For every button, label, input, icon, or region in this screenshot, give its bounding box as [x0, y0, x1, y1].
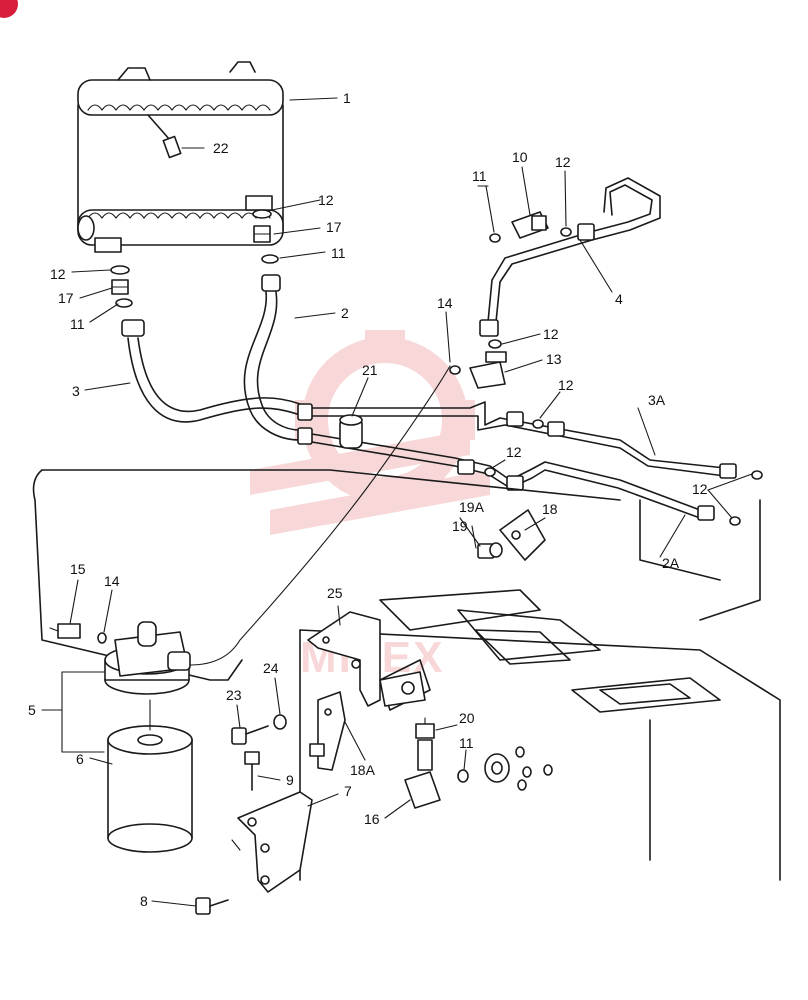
fitting-15	[49, 623, 107, 644]
callout-19a: 19A	[459, 499, 485, 515]
callout-12-tube: 12	[558, 377, 574, 393]
callout-19: 19	[452, 518, 468, 534]
callout-10: 10	[512, 149, 528, 165]
engine-block-outline	[32, 469, 781, 881]
callout-16: 16	[364, 811, 380, 827]
oil-filter-6	[107, 699, 193, 853]
callout-2: 2	[341, 305, 349, 321]
callout-11-left: 11	[70, 316, 85, 332]
callout-20: 20	[459, 710, 475, 726]
callout-9: 9	[286, 772, 294, 788]
bolt-22	[147, 114, 182, 159]
callout-4: 4	[615, 291, 623, 307]
tube-4	[479, 177, 661, 337]
callout-1: 1	[343, 90, 351, 106]
callout-5: 5	[28, 702, 36, 718]
oil-cooler	[77, 61, 284, 253]
bracket-25	[307, 611, 426, 707]
hose-3	[127, 337, 301, 423]
callout-25: 25	[327, 585, 343, 601]
bolt-9	[244, 751, 260, 791]
corner-badge	[0, 0, 18, 18]
callout-7: 7	[344, 783, 352, 799]
watermark-logo	[250, 330, 490, 535]
bolt-23	[231, 714, 287, 745]
callout-12-cooler: 12	[318, 192, 334, 208]
fitting-10	[489, 211, 572, 243]
hose-2	[243, 291, 301, 441]
callout-22: 22	[213, 140, 229, 156]
left-cooler-fittings	[110, 265, 145, 337]
callout-17-left: 17	[58, 290, 74, 306]
callout-8: 8	[140, 893, 148, 909]
callout-23: 23	[226, 687, 242, 703]
clamp-21	[339, 414, 363, 449]
bracket-7	[231, 791, 313, 893]
callout-13: 13	[546, 351, 562, 367]
tube-3a	[299, 401, 726, 477]
filter-head-5	[104, 621, 191, 695]
callout-labels: 1 2 2A 3 3A 4 5 6 7 8 9 10 11 11 11 11 1…	[28, 90, 708, 909]
callout-11-bottom: 11	[459, 735, 474, 751]
bolt-8	[195, 897, 229, 915]
callout-12-top: 12	[555, 154, 571, 170]
callout-12-left: 12	[50, 266, 66, 282]
callout-12-lower: 12	[506, 444, 522, 460]
callout-11-right: 11	[331, 245, 346, 261]
callout-18: 18	[542, 501, 558, 517]
right-cooler-fittings	[252, 209, 281, 292]
bracket-18a	[309, 691, 346, 771]
fitting-13	[449, 339, 507, 389]
callout-2a: 2A	[662, 555, 680, 571]
callout-18a: 18A	[350, 762, 376, 778]
oil-line-14	[189, 365, 451, 666]
callout-3: 3	[72, 383, 80, 399]
tube-nuts	[297, 403, 763, 526]
callout-11-top: 11	[472, 168, 487, 184]
leader-lines	[41, 97, 753, 907]
callout-12-right: 12	[692, 481, 708, 497]
bracket-18	[477, 509, 546, 561]
callout-15: 15	[70, 561, 86, 577]
callout-24: 24	[263, 660, 279, 676]
callout-12-mid: 12	[543, 326, 559, 342]
callout-17-right: 17	[326, 219, 342, 235]
callout-14-top: 14	[437, 295, 453, 311]
callout-3a: 3A	[648, 392, 666, 408]
callout-6: 6	[76, 751, 84, 767]
callout-14-filter: 14	[104, 573, 120, 589]
callout-21: 21	[362, 362, 378, 378]
adapter-block-16	[404, 717, 553, 809]
